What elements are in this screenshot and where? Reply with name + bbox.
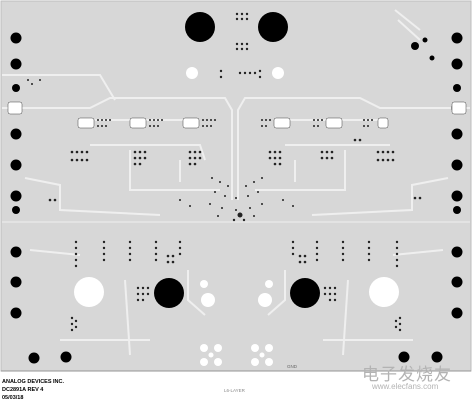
via-field [27, 12, 422, 332]
component-pads [7, 101, 467, 129]
watermark-cn: 电子发烧友 [362, 365, 452, 385]
copper-plane [0, 0, 472, 372]
gnd-label: GND [287, 364, 297, 369]
board-date: 05/03/18 [2, 395, 24, 401]
part-revision: DC2891A REV 4 [2, 387, 44, 393]
mounting-holes [154, 12, 320, 308]
watermark-en: www.elecfans.com [372, 382, 439, 391]
company-name: ANALOG DEVICES INC. [2, 379, 65, 385]
trace-group [2, 9, 470, 356]
layer-label: L6-LAYER [224, 388, 245, 393]
plane-cutouts [74, 67, 399, 366]
